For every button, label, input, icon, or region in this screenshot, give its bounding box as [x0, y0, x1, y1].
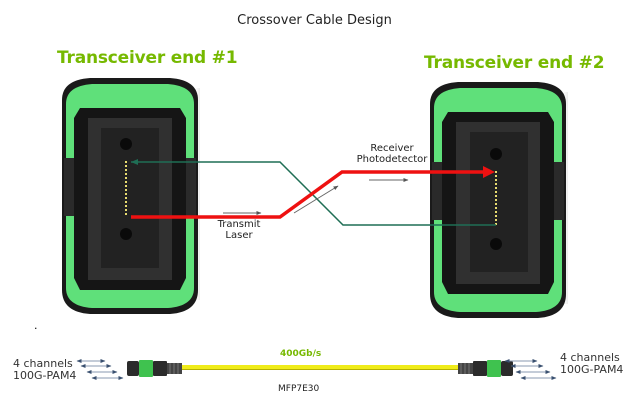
right-channel-arrows: [504, 359, 557, 380]
mpo-connector-left: [127, 360, 182, 377]
transceiver-2-label: Transceiver end #2: [424, 53, 605, 73]
cable: [182, 365, 458, 370]
diagram-title: Crossover Cable Design: [237, 13, 392, 28]
left-channel-arrows: [76, 359, 124, 380]
transmit-arrowhead: [483, 166, 495, 178]
transmit-fiber-line: [131, 170, 485, 219]
transmit-laser-label: Transmit Laser: [207, 219, 271, 241]
marker-dot: .: [34, 319, 38, 332]
right-channel-label: 4 channels 100G-PAM4: [560, 352, 623, 376]
direction-arrow-cross: [293, 185, 339, 214]
right-channel-modulation: 100G-PAM4: [560, 363, 624, 376]
receiver-photodetector-label: Receiver Photodetector: [352, 143, 432, 165]
left-channel-label: 4 channels 100G-PAM4: [13, 358, 76, 382]
transmit-label-line2: Laser: [225, 230, 253, 241]
transceiver-1: [62, 78, 200, 314]
left-channel-count: 4 channels: [13, 357, 73, 370]
left-channel-modulation: 100G-PAM4: [13, 369, 77, 382]
cable-model-label: MFP7E30: [278, 384, 320, 394]
transmit-label-line1: Transmit: [217, 219, 261, 230]
mpo-connector-right: [458, 360, 513, 377]
cable-rate-label: 400Gb/s: [280, 349, 322, 359]
receive-arrowhead-1: [131, 159, 138, 165]
transceiver-1-label: Transceiver end #1: [57, 48, 238, 68]
receive-label-line2: Photodetector: [356, 154, 428, 165]
receive-label-line1: Receiver: [370, 143, 414, 154]
transceiver-2: [430, 82, 568, 318]
right-channel-count: 4 channels: [560, 351, 620, 364]
